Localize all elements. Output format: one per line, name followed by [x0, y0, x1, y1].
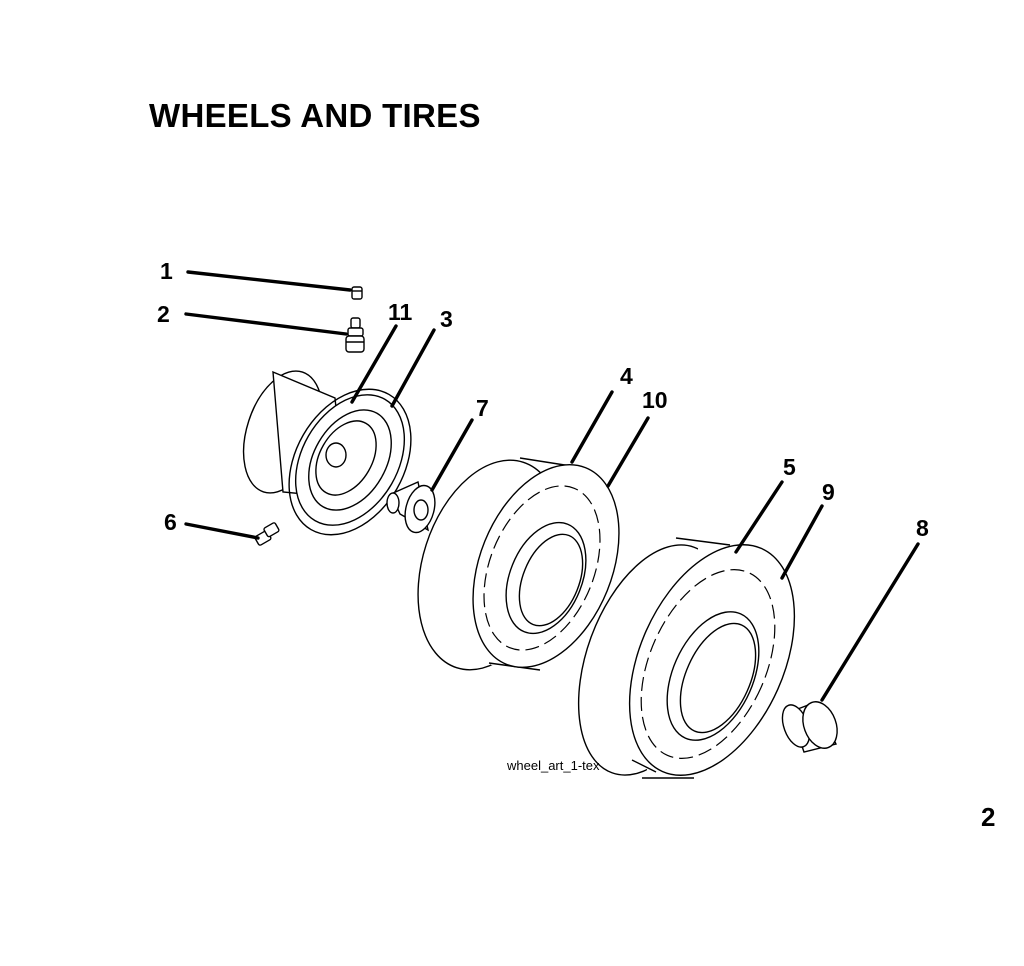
- leader-line-1: [186, 270, 352, 292]
- leader-line-8: [820, 542, 920, 702]
- tire-front: [417, 454, 620, 675]
- leader-line-4: [570, 390, 614, 464]
- wheel-rim: [242, 370, 406, 526]
- leader-line-2: [184, 312, 348, 336]
- callout-8: 8: [916, 515, 929, 541]
- bushing: [386, 481, 436, 534]
- art-id-label: wheel_art_1-tex: [506, 758, 600, 773]
- art-id-leader: [631, 759, 657, 773]
- callout-9: 9: [822, 479, 835, 505]
- seal-ring: [288, 388, 412, 536]
- tire-rear: [577, 537, 796, 779]
- valve-stem: [345, 317, 365, 353]
- lug-bolt: [254, 522, 280, 546]
- leader-line-9: [780, 504, 824, 580]
- callout-5: 5: [783, 454, 796, 480]
- hub-cap: [781, 701, 838, 753]
- leader-line-6: [184, 522, 260, 540]
- callout-6: 6: [164, 509, 177, 535]
- leader-line-5: [734, 480, 784, 554]
- callout-3: 3: [440, 306, 453, 332]
- leader-line-7: [430, 418, 474, 492]
- leader-line-3: [390, 328, 436, 408]
- leader-line-10: [606, 416, 650, 488]
- callout-10: 10: [642, 387, 668, 413]
- callout-7: 7: [476, 395, 489, 421]
- valve-cap: [351, 286, 363, 300]
- leader-line-11: [350, 324, 398, 404]
- callout-11: 11: [388, 299, 413, 325]
- callout-2: 2: [157, 301, 170, 327]
- callout-4: 4: [620, 363, 633, 389]
- callout-1: 1: [160, 258, 173, 284]
- page-number: 2: [981, 802, 995, 832]
- page-title: WHEELS AND TIRES: [149, 97, 481, 134]
